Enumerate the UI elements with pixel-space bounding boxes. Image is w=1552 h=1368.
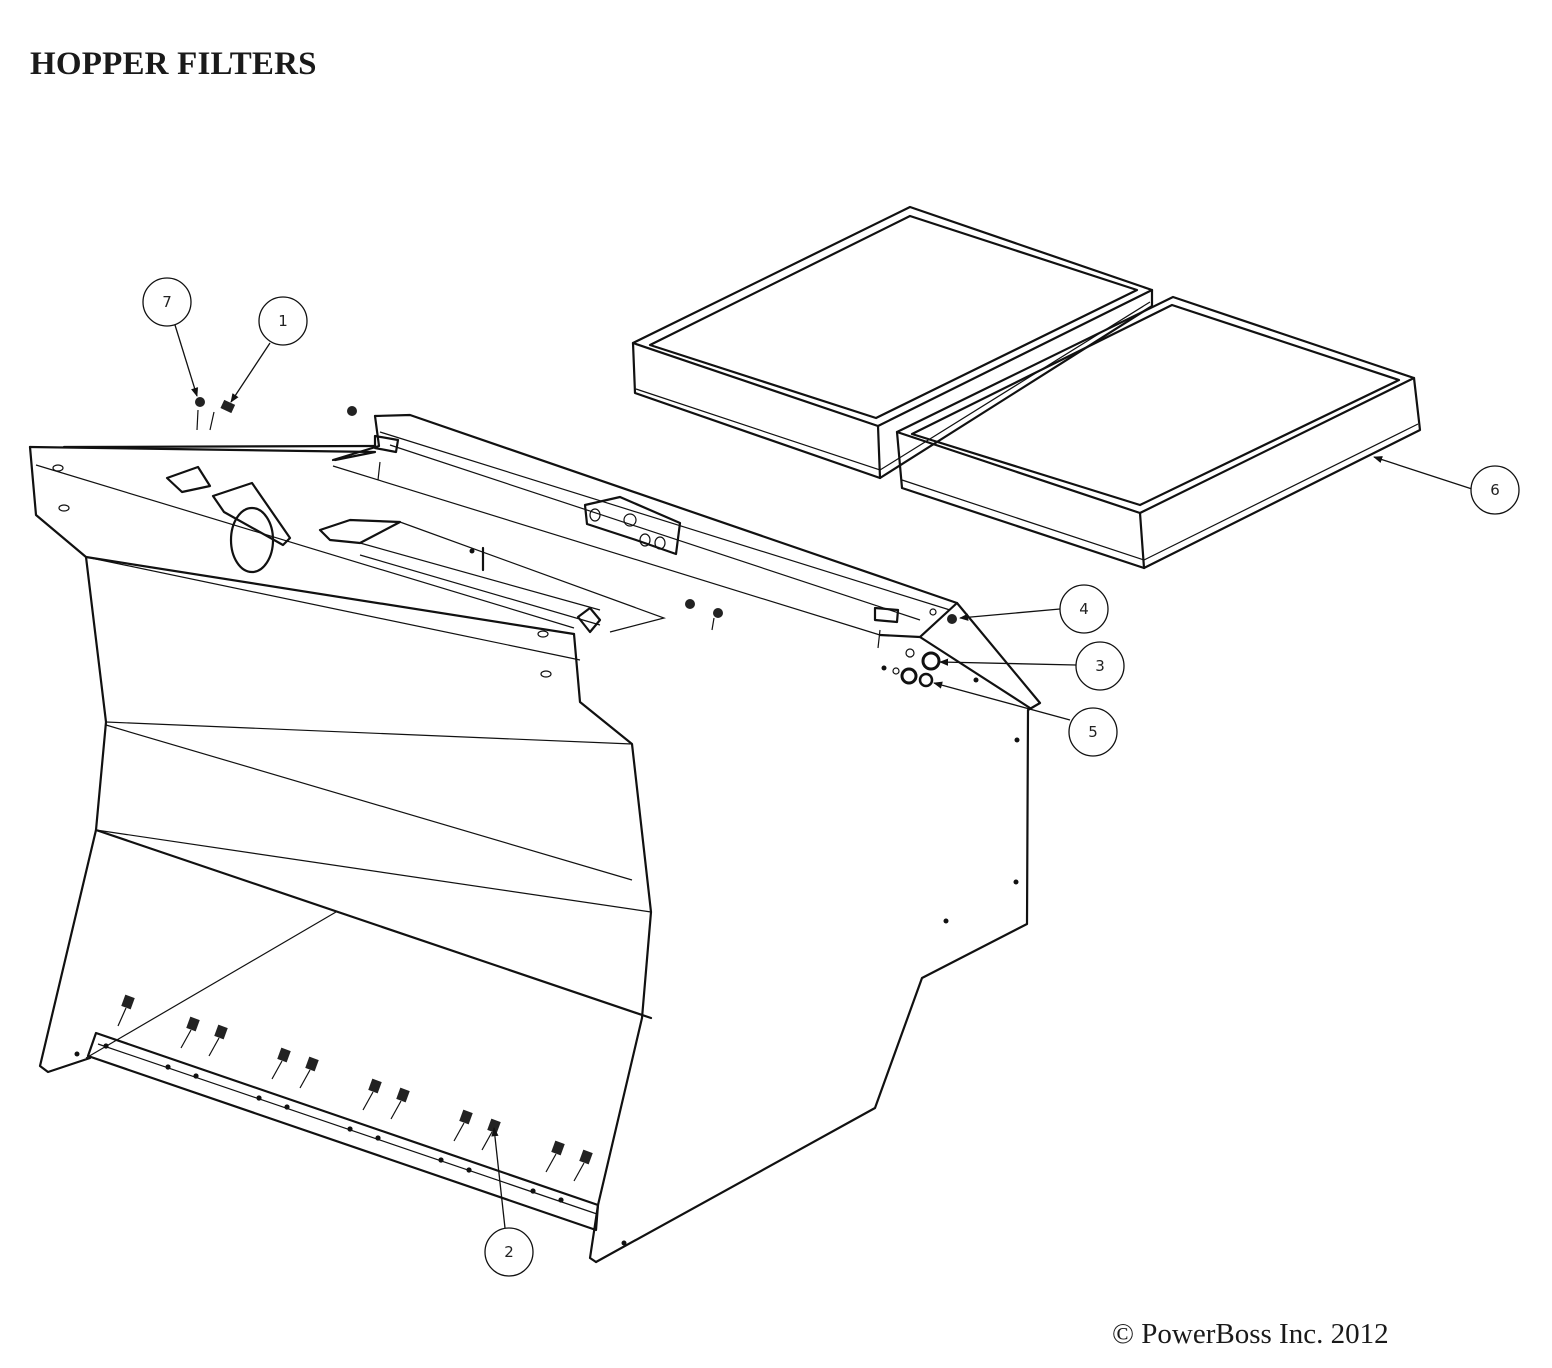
callout-label-1: 1 — [278, 312, 288, 330]
copyright-notice: © PowerBoss Inc. 2012 — [1112, 1318, 1389, 1350]
callout-3: 3 — [1075, 641, 1125, 691]
callout-label-3: 3 — [1095, 657, 1105, 675]
clip-fasteners — [117, 994, 593, 1182]
filter-panel-left — [631, 205, 1154, 480]
filter-panel-right — [895, 295, 1422, 570]
callout-label-7: 7 — [162, 293, 172, 311]
callout-4: 4 — [1059, 584, 1109, 634]
callout-6: 6 — [1470, 465, 1520, 515]
hopper-body — [28, 413, 1042, 1264]
callout-5: 5 — [1068, 707, 1118, 757]
callout-label-2: 2 — [504, 1243, 514, 1261]
page-title: HOPPER FILTERS — [30, 46, 317, 82]
callout-1: 1 — [258, 296, 308, 346]
callout-label-6: 6 — [1490, 481, 1500, 499]
callout-label-5: 5 — [1088, 723, 1098, 741]
callout-7: 7 — [142, 277, 192, 327]
callout-leaders — [174, 324, 1473, 1229]
hardware-parts — [195, 397, 957, 688]
callout-label-4: 4 — [1079, 600, 1089, 618]
callout-2: 2 — [484, 1227, 534, 1277]
